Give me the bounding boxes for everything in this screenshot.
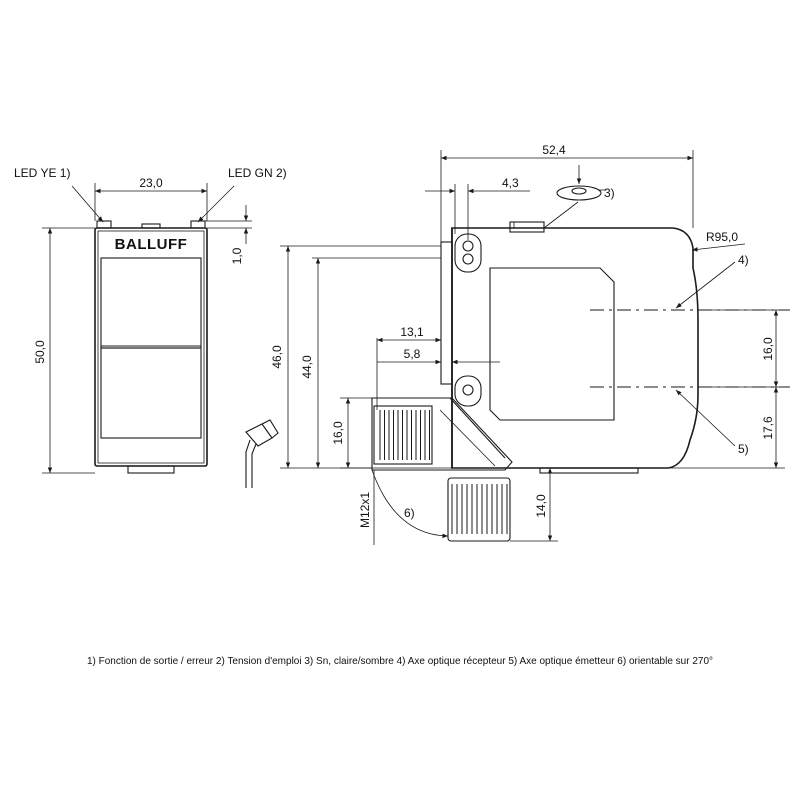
dim-front-height: 50,0 xyxy=(33,340,47,364)
side-housing-outline xyxy=(451,227,699,469)
dim-overall-width: 52,4 xyxy=(542,143,566,157)
led-gn-bump xyxy=(190,220,206,229)
front-window-lower xyxy=(100,347,202,439)
dim-height-44: 44,0 xyxy=(300,355,314,379)
brand-logo: BALLUFF xyxy=(115,236,188,253)
vertical-thread xyxy=(447,477,511,542)
dim-axis-spacing: 16,0 xyxy=(761,337,775,361)
label-callout-6: 6) xyxy=(404,506,415,520)
mounting-hole-lower xyxy=(454,375,482,407)
optics-window xyxy=(489,267,615,421)
dim-axis-bottom: 17,6 xyxy=(761,416,775,440)
mounting-plate xyxy=(440,241,453,385)
m12-connector: 6) M12x1 xyxy=(358,397,513,545)
footnote-legend: 1) Fonction de sortie / erreur 2) Tensio… xyxy=(86,656,714,667)
label-callout-4: 4) xyxy=(738,253,749,267)
dim-connector-13: 13,1 xyxy=(400,325,424,339)
adjust-knob-icon xyxy=(556,185,602,201)
dim-front-width: 23,0 xyxy=(139,176,163,190)
dim-connector-depth: 14,0 xyxy=(534,494,548,518)
dim-height-46: 46,0 xyxy=(270,345,284,369)
dim-hole-offset: 4,3 xyxy=(502,176,519,190)
dim-connector-16: 16,0 xyxy=(331,421,345,445)
label-led-ye: LED YE 1) xyxy=(14,166,70,180)
front-window-upper xyxy=(100,257,202,349)
side-view: 3) 4) 5) R95,0 52,4 4,3 46,0 44,0 xyxy=(270,143,790,542)
dim-led-offset: 1,0 xyxy=(230,247,244,264)
label-radius: R95,0 xyxy=(706,230,738,244)
cable-connector-sketch xyxy=(245,419,279,488)
label-led-gn: LED GN 2) xyxy=(228,166,287,180)
led-ye-bump xyxy=(96,220,112,229)
dim-connector-5: 5,8 xyxy=(404,347,421,361)
potentiometer xyxy=(509,221,545,233)
label-callout-3: 3) xyxy=(604,186,615,200)
label-callout-5: 5) xyxy=(738,442,749,456)
label-thread: M12x1 xyxy=(358,492,372,528)
front-housing-outline xyxy=(94,227,208,467)
horizontal-thread xyxy=(373,405,433,465)
front-view: BALLUFF 23,0 50,0 1,0 LED YE 1) LED GN 2… xyxy=(14,166,287,474)
